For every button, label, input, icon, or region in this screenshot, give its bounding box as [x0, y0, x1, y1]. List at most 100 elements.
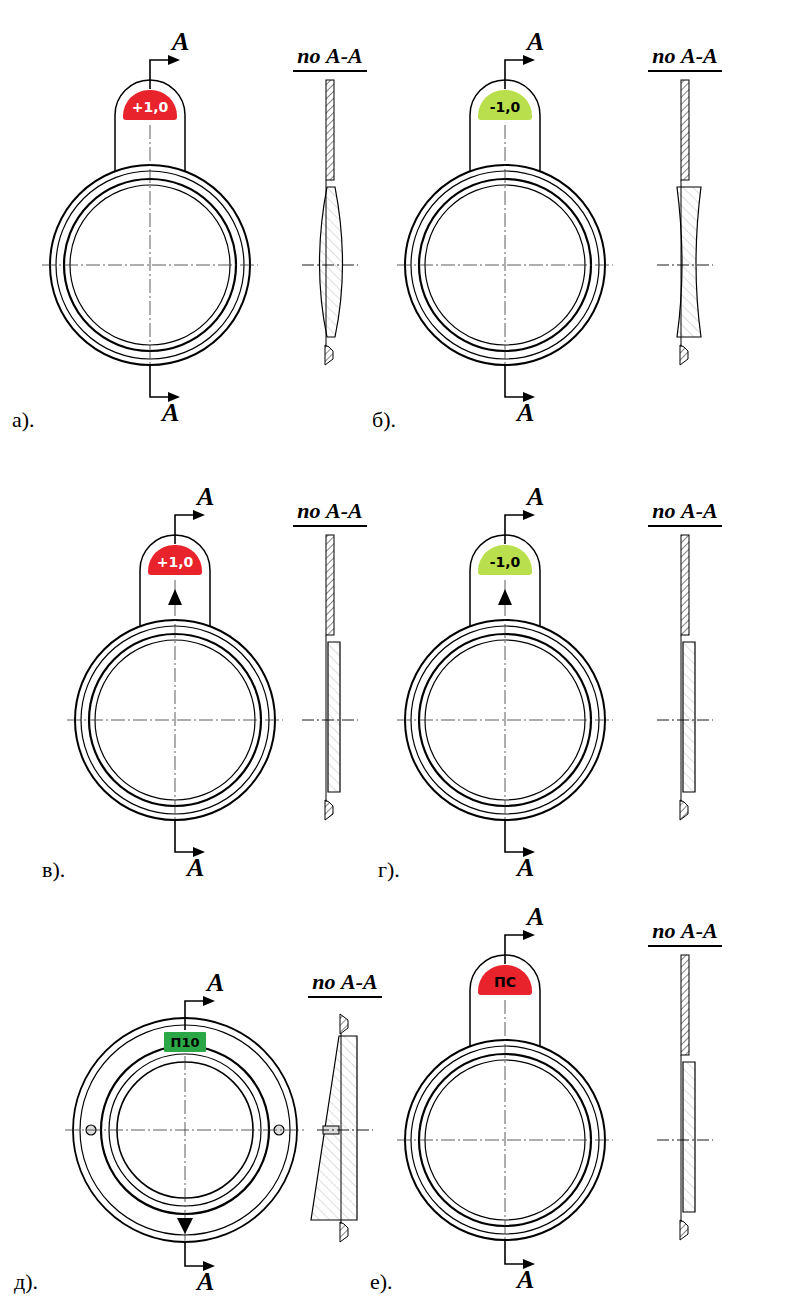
figure-letter: б). [372, 408, 396, 432]
section-letter: А [527, 483, 544, 511]
frame-edge [681, 635, 682, 802]
section-line-path [505, 1240, 525, 1264]
orientation-triangle [498, 589, 512, 605]
section-line-path [505, 820, 525, 852]
tag-text: +1,0 [157, 554, 194, 570]
center-line [317, 1130, 373, 1131]
lens-figure [42, 55, 258, 402]
lens-figure [397, 510, 613, 857]
section-letter: А [517, 399, 534, 427]
section-letter: А [517, 1266, 534, 1294]
section-line-path [150, 60, 170, 89]
section-title: по А-А [293, 499, 366, 527]
figure-letter: в). [42, 858, 65, 882]
section-view [657, 955, 713, 1240]
tag-text: +1,0 [132, 99, 169, 115]
lens-figure [397, 55, 613, 402]
section-view [657, 535, 713, 820]
frame-hook [680, 800, 688, 820]
frame-hook [340, 1222, 348, 1242]
center-line [657, 720, 713, 721]
tag-text: -1,0 [490, 554, 521, 570]
section-arrowhead [523, 55, 535, 65]
center-line [657, 1140, 713, 1141]
section-letter: А [187, 854, 204, 882]
lens-profile [311, 1036, 357, 1220]
frame-edge [681, 180, 682, 347]
section-line-path [175, 515, 195, 544]
section-title: по А-А [648, 499, 721, 527]
section-arrowhead [168, 55, 180, 65]
section-title: по А-А [293, 44, 366, 72]
figure-letter: а). [12, 408, 35, 432]
section-letter: А [527, 28, 544, 56]
frame-hook [340, 1014, 348, 1034]
marking-tag: -1,0 [478, 90, 532, 120]
orientation-triangle [168, 589, 182, 605]
center-line [505, 1000, 506, 1240]
hatched-tab-section [326, 80, 334, 180]
marking-tag: П10 [164, 1032, 206, 1052]
hatched-tab-section [681, 535, 689, 635]
figure-letter: д). [14, 1270, 38, 1294]
section-line-path [505, 365, 525, 397]
figure-letter: г). [378, 858, 400, 882]
section-letter: А [197, 483, 214, 511]
section-arrowhead [523, 930, 535, 940]
marking-tag: -1,0 [478, 545, 532, 575]
section-view [657, 80, 713, 365]
lens-profile [320, 187, 343, 337]
center-line [657, 265, 713, 266]
section-arrowhead [523, 510, 535, 520]
marking-tag: +1,0 [148, 545, 202, 575]
frame-hook [680, 1220, 688, 1240]
section-line-path [185, 1001, 205, 1030]
center-line [185, 1056, 186, 1242]
section-arrowhead [203, 996, 215, 1006]
lens-profile [328, 642, 340, 792]
section-letter: А [207, 969, 224, 997]
frame-hook [325, 345, 333, 365]
center-line [150, 125, 151, 365]
center-line [302, 720, 358, 721]
section-line-path [505, 935, 525, 964]
section-view [302, 80, 358, 365]
frame-hook [325, 800, 333, 820]
section-line-path [185, 1242, 205, 1266]
hatched-tab-section [681, 955, 689, 1055]
figure-letter: е). [370, 1270, 393, 1294]
tag-text: П10 [171, 1035, 200, 1050]
section-title: по А-А [308, 970, 381, 998]
frame-edge [326, 180, 327, 347]
section-letter: А [527, 903, 544, 931]
section-line-path [175, 820, 195, 852]
center-line [505, 125, 506, 365]
frame-hook [680, 345, 688, 365]
center-line [302, 265, 358, 266]
hatched-tab-section [681, 80, 689, 180]
tag-text: -1,0 [490, 99, 521, 115]
orientation-triangle [177, 1218, 193, 1234]
section-line-path [505, 60, 525, 89]
section-line-path [150, 365, 170, 397]
marking-tag: ПС [478, 965, 532, 995]
center-line [505, 580, 506, 820]
frame-edge [326, 635, 327, 802]
section-letter: А [197, 1268, 214, 1296]
lens-profile [683, 1062, 695, 1212]
frame-edge [681, 1055, 682, 1222]
section-arrowhead [193, 510, 205, 520]
marking-tag: +1,0 [123, 90, 177, 120]
lens-figure [397, 930, 613, 1269]
section-title: по А-А [648, 919, 721, 947]
lens-figures [42, 55, 713, 1271]
hatched-tab-section [326, 535, 334, 635]
frame-edge [341, 1033, 342, 1224]
section-view [302, 535, 358, 820]
lens-profile [683, 642, 695, 792]
center-line [175, 580, 176, 820]
section-letter: А [172, 28, 189, 56]
section-letter: А [517, 854, 534, 882]
